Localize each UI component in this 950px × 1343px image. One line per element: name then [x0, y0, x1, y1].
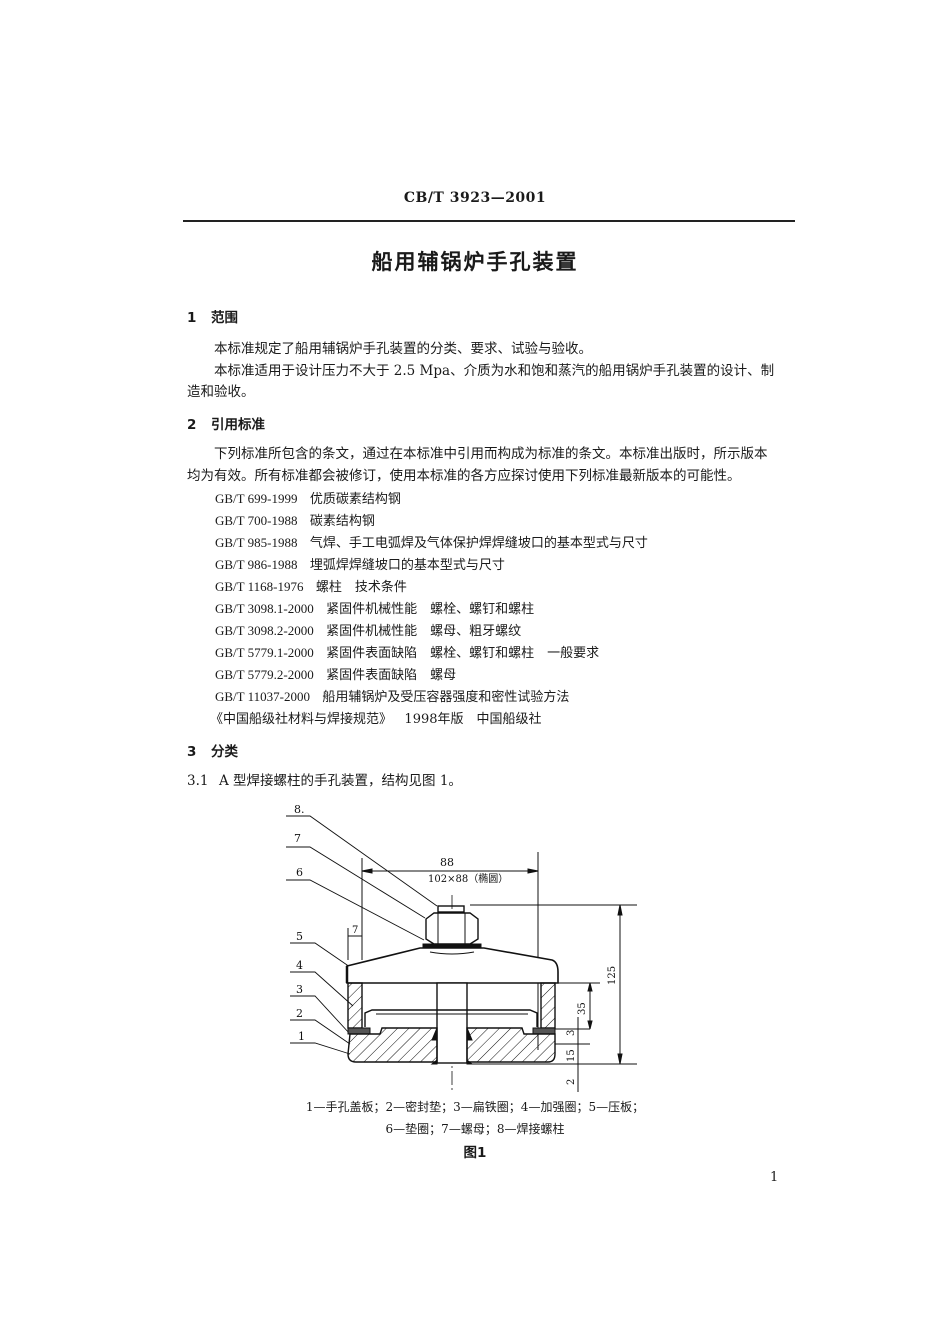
section-1-para-2-cont: 造和验收。 — [187, 384, 255, 400]
dim-2: 2 — [566, 1079, 577, 1085]
label-1: 1 — [298, 1030, 305, 1043]
label-6: 6 — [296, 866, 303, 879]
label-7: 7 — [294, 832, 301, 845]
page-title: 船用辅锅炉手孔装置 — [371, 250, 579, 274]
reference-item: GB/T 985-1988 气焊、手工电弧焊及气体保护焊焊缝坡口的基本型式与尺寸 — [215, 535, 648, 551]
dim-opening: 102×88（椭圆） — [428, 872, 508, 885]
label-3: 3 — [296, 983, 303, 996]
section-1-para-1: 本标准规定了船用辅锅炉手孔装置的分类、要求、试验与验收。 — [214, 341, 592, 357]
figure-legend-line-2: 6—垫圈；7—螺母；8—焊接螺柱 — [385, 1122, 565, 1136]
label-2: 2 — [296, 1007, 303, 1020]
label-4: 4 — [296, 959, 303, 972]
section-2-para-1: 下列标准所包含的条文，通过在本标准中引用而构成为标准的条文。本标准出版时，所示版… — [214, 446, 768, 462]
dim-88: 88 — [440, 856, 454, 869]
reference-item: 《中国船级社材料与焊接规范》 1998年版 中国船级社 — [210, 712, 542, 727]
reference-item: GB/T 986-1988 埋弧焊焊缝坡口的基本型式与尺寸 — [215, 557, 505, 573]
reference-item: GB/T 3098.1-2000 紧固件机械性能 螺栓、螺钉和螺柱 — [215, 601, 535, 617]
reference-item: GB/T 5779.2-2000 紧固件表面缺陷 螺母 — [215, 667, 457, 683]
dim-125: 125 — [607, 966, 618, 985]
section-2-para-2: 均为有效。所有标准都会被修订，使用本标准的各方应探讨使用下列标准最新版本的可能性… — [187, 468, 741, 484]
dim-3: 3 — [566, 1030, 577, 1036]
reference-item: GB/T 5779.1-2000 紧固件表面缺陷 螺栓、螺钉和螺柱 一般要求 — [215, 645, 600, 661]
standard-code: CB/T 3923—2001 — [403, 190, 547, 206]
reference-item: GB/T 1168-1976 螺柱 技术条件 — [215, 579, 407, 595]
dim-35: 35 — [577, 1002, 588, 1015]
dim-7: 7 — [352, 925, 358, 936]
reference-item: GB/T 699-1999 优质碳素结构钢 — [215, 491, 401, 507]
leader-lines — [286, 815, 438, 1055]
figure-caption: 图1 — [463, 1145, 487, 1161]
reference-item: GB/T 3098.2-2000 紧固件机械性能 螺母、粗牙螺纹 — [215, 623, 522, 639]
part-labels: 8. 7 6 5 4 3 2 1 — [294, 803, 305, 1043]
figure-legend-line-1: 1—手孔盖板；2—密封垫；3—扁铁圈；4—加强圈；5—压板； — [305, 1100, 645, 1114]
label-8: 8. — [294, 803, 305, 816]
reference-item: GB/T 11037-2000 船用辅锅炉及受压容器强度和密性试验方法 — [215, 689, 570, 705]
section-1-para-2: 本标准适用于设计压力不大于 2.5 Mpa、介质为水和饱和蒸汽的船用锅炉手孔装置… — [214, 363, 775, 379]
dim-15: 15 — [566, 1049, 577, 1062]
page-number: 1 — [770, 1170, 779, 1185]
reference-item: GB/T 700-1988 碳素结构钢 — [215, 513, 375, 529]
header-rule — [183, 220, 795, 222]
figure-1-drawing: 8. 7 6 5 4 3 2 1 88 102×88（椭圆） 7 — [286, 803, 637, 1092]
label-5: 5 — [296, 930, 303, 943]
